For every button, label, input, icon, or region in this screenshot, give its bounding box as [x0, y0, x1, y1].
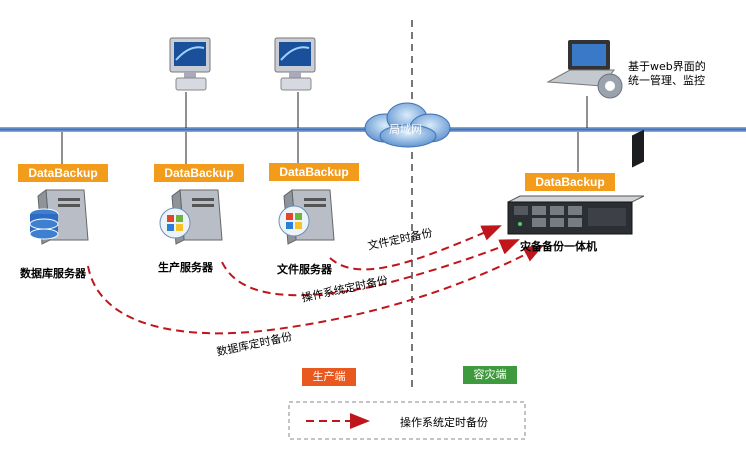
zone-production: 生产端 — [302, 368, 356, 386]
agent-tag-file: DataBackup — [269, 163, 359, 181]
windows-icon — [159, 207, 191, 239]
windows-icon — [278, 205, 310, 237]
database-icon — [29, 208, 59, 240]
legend-box — [288, 401, 526, 440]
server-label-db: 数据库服务器 — [20, 267, 86, 280]
management-label-line2: 统一管理、监控 — [628, 74, 705, 87]
network-cloud — [364, 102, 451, 148]
agent-tag-prod: DataBackup — [154, 164, 244, 182]
server-icon — [171, 189, 223, 245]
flow-db-backup — [87, 245, 544, 335]
monitor-icon — [169, 37, 211, 91]
rack-server-icon — [507, 129, 645, 235]
network-label: 局域网 — [389, 123, 422, 136]
gear-icon — [597, 73, 623, 99]
server-label-file: 文件服务器 — [277, 263, 332, 276]
agent-tag-db: DataBackup — [18, 164, 108, 182]
agent-tag-appliance: DataBackup — [525, 173, 615, 191]
monitor-icon — [274, 37, 316, 91]
management-label-line1: 基于web界面的 — [628, 60, 706, 73]
server-label-prod: 生产服务器 — [158, 261, 213, 274]
zone-disaster: 容灾端 — [463, 366, 517, 384]
flow-os-backup — [221, 239, 520, 297]
flow-file-backup — [329, 225, 502, 271]
laptop-icon — [546, 40, 615, 87]
appliance-label: 灾备备份一体机 — [520, 240, 597, 253]
legend-label: 操作系统定时备份 — [400, 416, 488, 429]
